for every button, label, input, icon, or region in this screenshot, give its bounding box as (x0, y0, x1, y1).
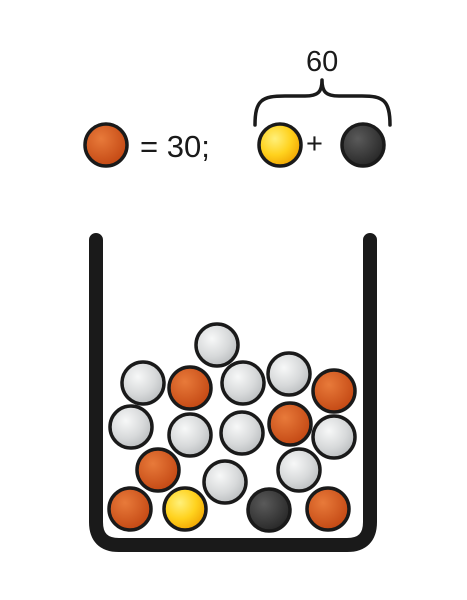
silver-ball-icon (219, 410, 265, 456)
orange-ball-icon (135, 447, 181, 493)
silver-ball-icon (120, 360, 166, 406)
orange-ball-icon (83, 122, 129, 168)
combined-total-label: 60 (306, 46, 339, 78)
orange-ball-icon (311, 368, 357, 414)
yellow-ball-icon (162, 486, 208, 532)
yellow-ball-icon (257, 122, 303, 168)
silver-ball-icon (276, 447, 322, 493)
orange-ball-icon (305, 486, 351, 532)
plus-sign-label: + (306, 128, 323, 160)
silver-ball-icon (202, 459, 248, 505)
container-balls (107, 322, 357, 533)
orange-equation-label: = 30; (140, 129, 210, 164)
silver-ball-icon (311, 414, 357, 460)
dark-ball-icon (340, 122, 386, 168)
orange-ball-icon (107, 486, 153, 532)
silver-ball-icon (167, 412, 213, 458)
silver-ball-icon (194, 322, 240, 368)
container-icon (89, 233, 377, 552)
silver-ball-icon (220, 360, 266, 406)
curly-brace-icon (253, 78, 392, 127)
orange-ball-icon (167, 365, 213, 411)
orange-ball-icon (267, 401, 313, 447)
silver-ball-icon (266, 351, 312, 397)
dark-ball-icon (246, 487, 292, 533)
silver-ball-icon (108, 404, 154, 450)
